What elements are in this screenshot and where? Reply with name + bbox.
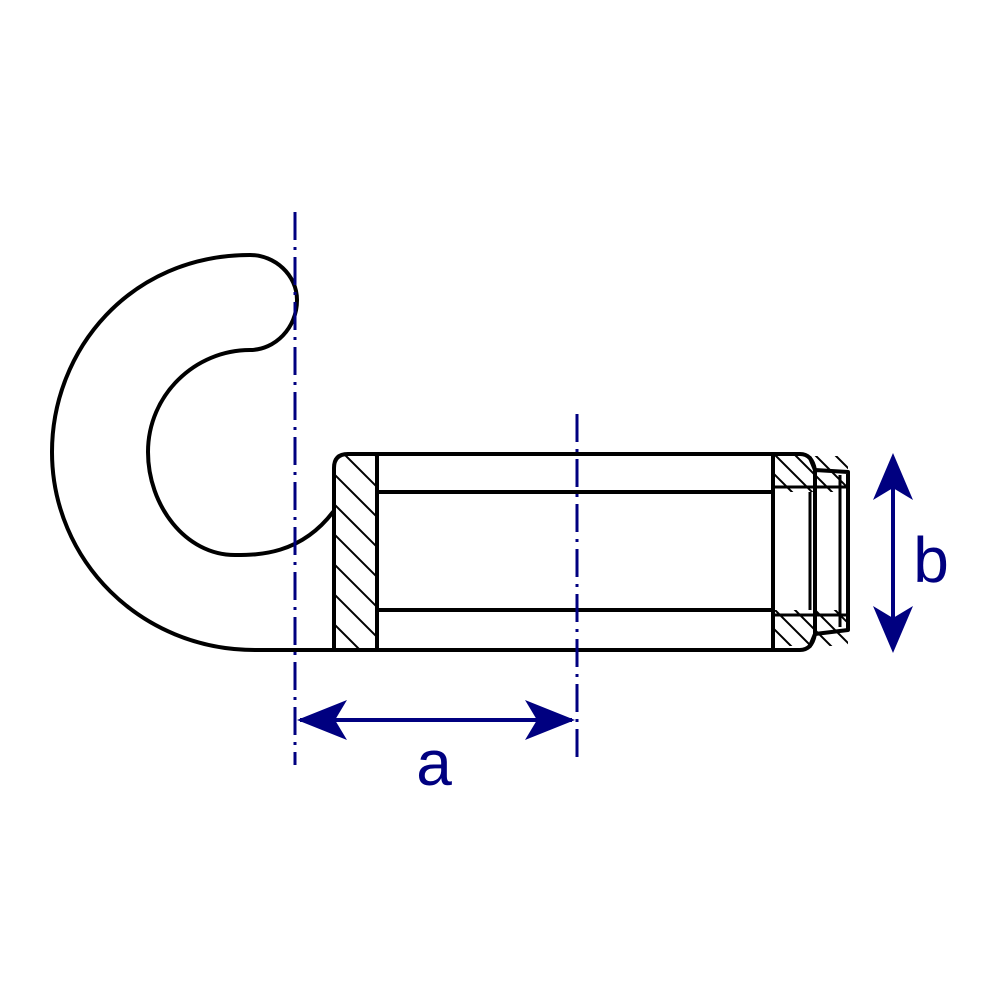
dimension-b: b — [873, 453, 949, 653]
dimension-a-arrow-right — [525, 700, 575, 740]
dimension-b-label: b — [913, 524, 949, 596]
dimension-b-arrow-bottom — [873, 606, 913, 653]
dimension-a: a — [297, 700, 575, 799]
sleeve-outline — [332, 452, 817, 652]
dimension-a-label: a — [416, 727, 452, 799]
dimension-b-arrow-top — [873, 453, 913, 500]
hook-outline — [50, 253, 336, 652]
dimension-a-arrow-left — [297, 700, 347, 740]
right-cap-hatching-bottom — [773, 610, 848, 646]
right-cap-hatching-top — [773, 456, 848, 492]
left-wall-hatching — [334, 456, 377, 649]
